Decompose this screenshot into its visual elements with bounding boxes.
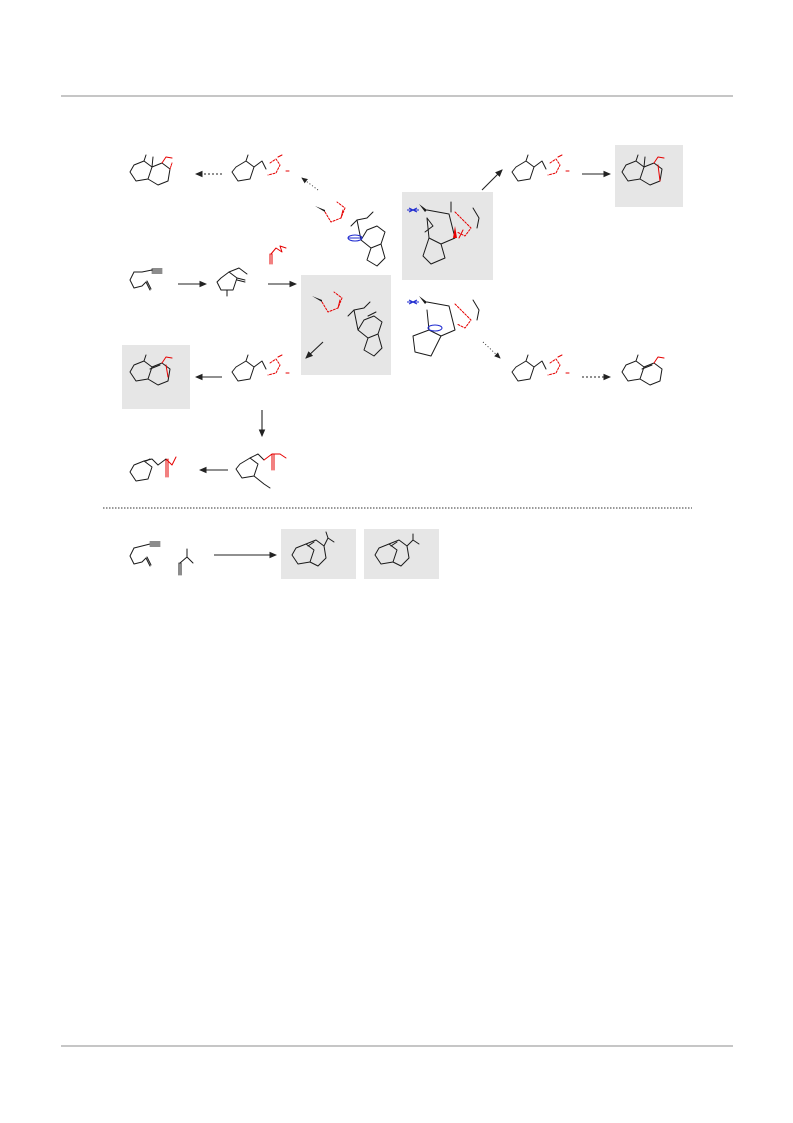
cycloadduct-top-left	[129, 154, 173, 186]
cycloadduct-mid-left	[129, 354, 173, 386]
highlight-box-ts-b	[402, 192, 493, 280]
highlight-product-top-right	[621, 154, 665, 186]
tert-butyl-dienophile	[269, 245, 287, 265]
cycloadduct-top-right-adduct	[511, 154, 570, 182]
transition-state-c	[312, 291, 383, 357]
arrow-ts-a-to-adduct	[301, 177, 319, 191]
arrow-ts-b-to-adduct	[481, 169, 503, 191]
arrow-ts-c-to-adduct	[305, 341, 324, 359]
cycloadduct-mid-right-product	[621, 354, 665, 386]
footer-rule	[61, 1045, 733, 1047]
transition-state-d	[407, 296, 480, 357]
header-rule	[61, 95, 733, 97]
bottom-reactant-enyne	[129, 541, 161, 567]
highlight-box-bottom-2	[364, 529, 439, 579]
cycloadduct-mid-right	[511, 354, 570, 382]
transition-state-a	[315, 201, 386, 267]
ester-adduct	[235, 453, 287, 489]
bottom-product-1	[291, 531, 335, 567]
highlight-box-mid-left	[122, 345, 190, 409]
bottom-reactant-diene	[178, 548, 194, 576]
highlight-box-ts-c	[301, 275, 391, 375]
cycloadduct-mid-left-adduct	[231, 354, 290, 382]
bicyclic-diene	[216, 267, 248, 297]
enyne-starting-material	[129, 268, 163, 291]
highlight-box-top-right	[615, 145, 683, 207]
cycloadduct-top-right	[231, 154, 290, 182]
arrow-ts-d-to-adduct	[482, 341, 501, 359]
bottom-product-2	[374, 533, 420, 567]
transition-state-b	[407, 201, 480, 265]
highlight-box-bottom-1	[281, 529, 356, 579]
ester-product	[129, 456, 177, 482]
